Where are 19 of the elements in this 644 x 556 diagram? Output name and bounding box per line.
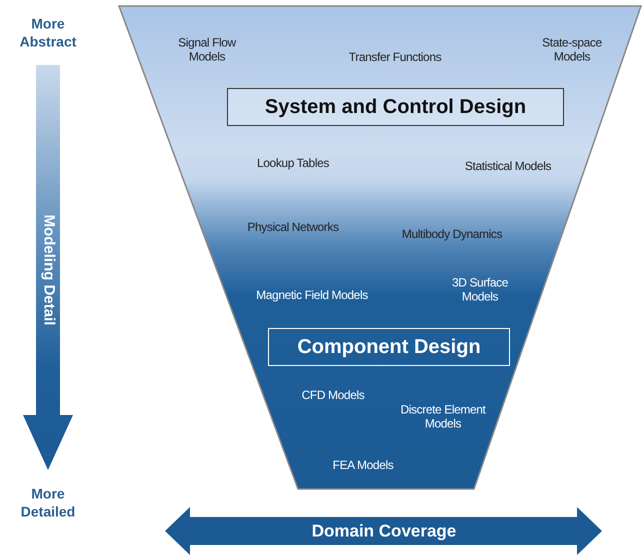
- funnel-shape: [118, 5, 642, 490]
- model-type-label: State-space Models: [541, 36, 603, 64]
- model-type-label: Physical Networks: [246, 220, 340, 234]
- model-type-label: Multibody Dynamics: [400, 226, 504, 242]
- arrow-label: Domain Coverage: [310, 520, 458, 542]
- model-type-label: 3D Surface Models: [450, 276, 510, 304]
- model-type-label: Transfer Functions: [348, 50, 442, 64]
- axis-end-label: More Detailed: [20, 486, 76, 520]
- model-type-label: Discrete Element Models: [400, 402, 487, 432]
- model-type-label: CFD Models: [300, 388, 366, 402]
- model-type-label: FEA Models: [332, 458, 394, 472]
- model-type-label: Statistical Models: [464, 158, 552, 174]
- model-type-label: Lookup Tables: [256, 156, 330, 170]
- stage-heading-box: Component Design: [268, 328, 510, 366]
- axis-end-label: More Abstract: [18, 16, 78, 50]
- axis-label: Modeling Detail: [39, 214, 58, 328]
- model-type-label: Magnetic Field Models: [255, 288, 369, 302]
- stage-heading-box: System and Control Design: [227, 88, 564, 126]
- model-type-label: Signal Flow Models: [177, 36, 238, 64]
